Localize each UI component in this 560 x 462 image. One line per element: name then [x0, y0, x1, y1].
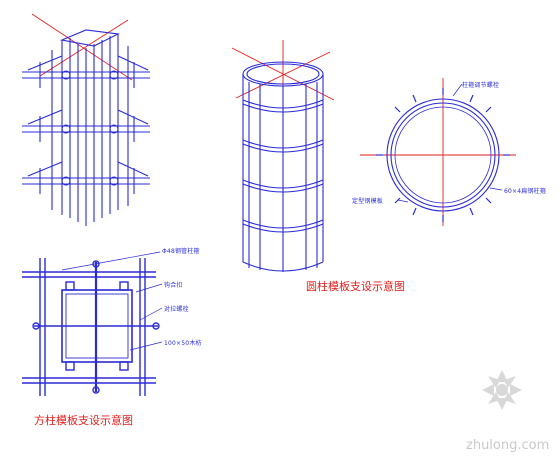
round-column-elevation	[231, 40, 335, 272]
label-tie-bolt: 对拉螺栓	[164, 306, 189, 313]
square-column-3d	[22, 13, 150, 226]
watermark-logo	[482, 370, 522, 410]
label-shaped-steel-form: 定型钢模板	[352, 198, 384, 205]
hoop-level-1	[22, 62, 150, 88]
label-steel-pipe-hoop: Φ48钢管柱箍	[162, 248, 200, 255]
watermark-text: zhulong.com	[466, 438, 550, 453]
round-column-caption: 圆柱模板支设示意图	[306, 280, 405, 293]
label-fastener: 钩合扣	[164, 282, 183, 289]
label-hoop-tensioner: 柱箍调节螺栓	[462, 82, 500, 89]
hoop-level-3	[22, 168, 150, 194]
round-column-plan	[360, 78, 516, 226]
square-column-plan	[22, 251, 163, 396]
label-timber-back: 100×50木枋	[164, 340, 202, 347]
hoop-level-2	[22, 116, 150, 142]
square-column-caption: 方柱模板支设示意图	[34, 414, 133, 427]
label-flat-steel-hoop: 60×4扁钢柱箍	[504, 188, 547, 195]
